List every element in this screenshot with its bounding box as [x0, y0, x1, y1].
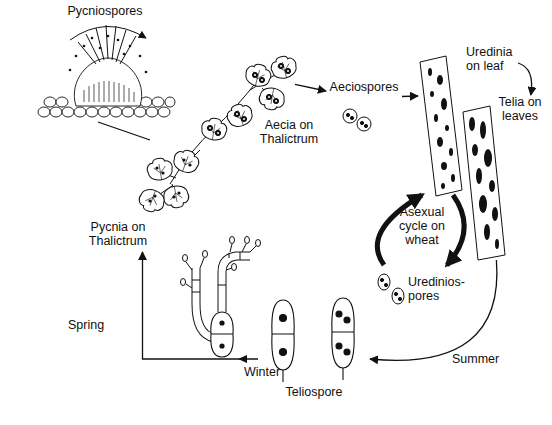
urediniospore-drawing [378, 274, 404, 304]
stage-telia: Telia on leaves [462, 95, 548, 260]
teliospore-drawing [272, 298, 354, 382]
stage-label: Aecia on Thalictrum [253, 118, 325, 146]
leader-line [98, 122, 150, 140]
cycle-arrow [143, 252, 259, 359]
stage-aeciospores: Aeciospores [326, 80, 402, 135]
cycle-arrow [370, 260, 497, 360]
pycnium-illustration [38, 25, 175, 117]
stage-label: Pycnia on Thalictrum [78, 220, 158, 248]
stage-label: Telia on leaves [492, 95, 548, 123]
stage-label: Aeciospores [326, 80, 402, 94]
aeciospore-drawing [343, 109, 371, 131]
wheat-leaf-uredinia [420, 56, 462, 196]
basidium-drawing [181, 237, 261, 364]
stage-teliospore: Teliospore [258, 290, 370, 405]
season-label: Summer [452, 352, 512, 366]
cycle-caption: Asexual cycle on wheat [393, 205, 451, 247]
season-label: Winter [244, 365, 294, 379]
stage-urediniospores: Uredinios- pores [372, 265, 472, 315]
asexual-cycle-arrow [447, 195, 464, 265]
cycle-arrow [402, 95, 418, 97]
cycle-arrow [518, 63, 532, 95]
stage-pycnia: Pycnia on Thalictrum [75, 140, 200, 252]
stage-pycniospores: Pycniospores [35, 4, 175, 122]
stage-label: Uredinios- pores [408, 275, 470, 303]
stage-label: Uredinia on leaf [466, 45, 520, 73]
stage-label: Teliospore [258, 385, 370, 399]
stage-aecia: Aecia on Thalictrum [195, 55, 295, 153]
cycle-arrow [295, 84, 326, 91]
stage-label: Pycniospores [35, 4, 175, 18]
season-label: Spring [68, 318, 118, 332]
wheat-leaf-telia [463, 106, 505, 260]
